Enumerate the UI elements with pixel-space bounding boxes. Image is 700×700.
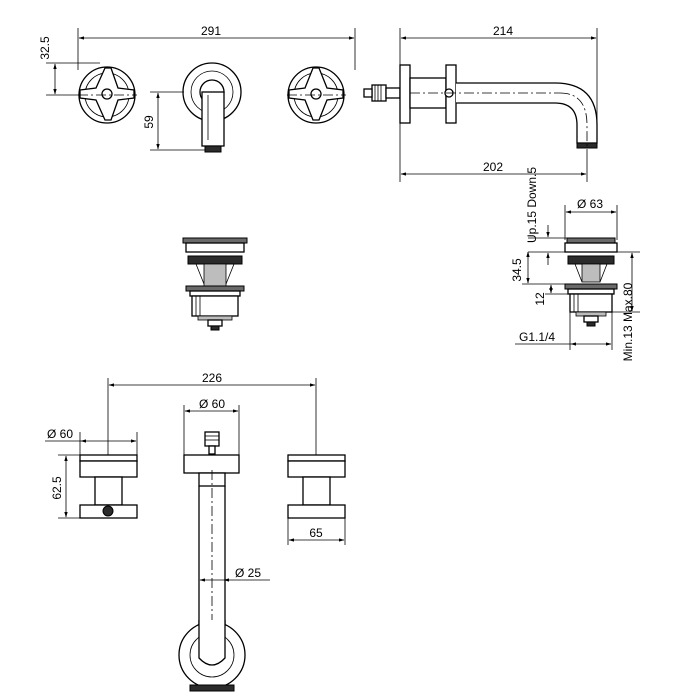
top-handle-rosette-label: Ø 60 — [47, 427, 73, 441]
waste-travel-label: Up.15 Down.5 — [525, 167, 539, 243]
side-view: 214 202 — [363, 24, 598, 182]
waste-diameter-label: Ø 63 — [577, 197, 603, 211]
waste-thread-label: G1.1/4 — [519, 330, 555, 344]
waste-valve-view — [182, 237, 248, 331]
front-spout-height-label: 59 — [142, 115, 156, 129]
top-view: 226 Ø 60 Ø 60 62.5 65 Ø 25 — [45, 371, 346, 692]
front-left-handle — [78, 66, 137, 124]
side-reach-label: 202 — [483, 160, 503, 174]
top-spout-rosette-label: Ø 60 — [199, 397, 225, 411]
top-handle-width-label: 65 — [309, 526, 323, 540]
waste-flange-label: 12 — [533, 292, 547, 306]
front-view: 291 32.5 59 — [38, 24, 356, 153]
front-handle-offset-label: 32.5 — [38, 36, 52, 60]
top-handle-depth-label: 62.5 — [50, 476, 64, 500]
waste-head-label: 34.5 — [510, 258, 524, 282]
top-centres-label: 226 — [202, 371, 222, 385]
top-spout-diameter-label: Ø 25 — [235, 566, 261, 580]
front-spout — [182, 62, 242, 153]
top-left-handle — [79, 454, 138, 519]
front-right-handle — [287, 66, 346, 124]
top-right-handle — [287, 454, 346, 519]
waste-range-label: Min.13 Max.80 — [621, 282, 635, 361]
front-width-label: 291 — [201, 24, 221, 38]
top-spout — [178, 431, 246, 692]
side-projection-label: 214 — [493, 24, 513, 38]
waste-valve-dimensioned: Ø 63 Up.15 Down.5 34.5 12 Min.13 Max.80 … — [510, 167, 640, 361]
